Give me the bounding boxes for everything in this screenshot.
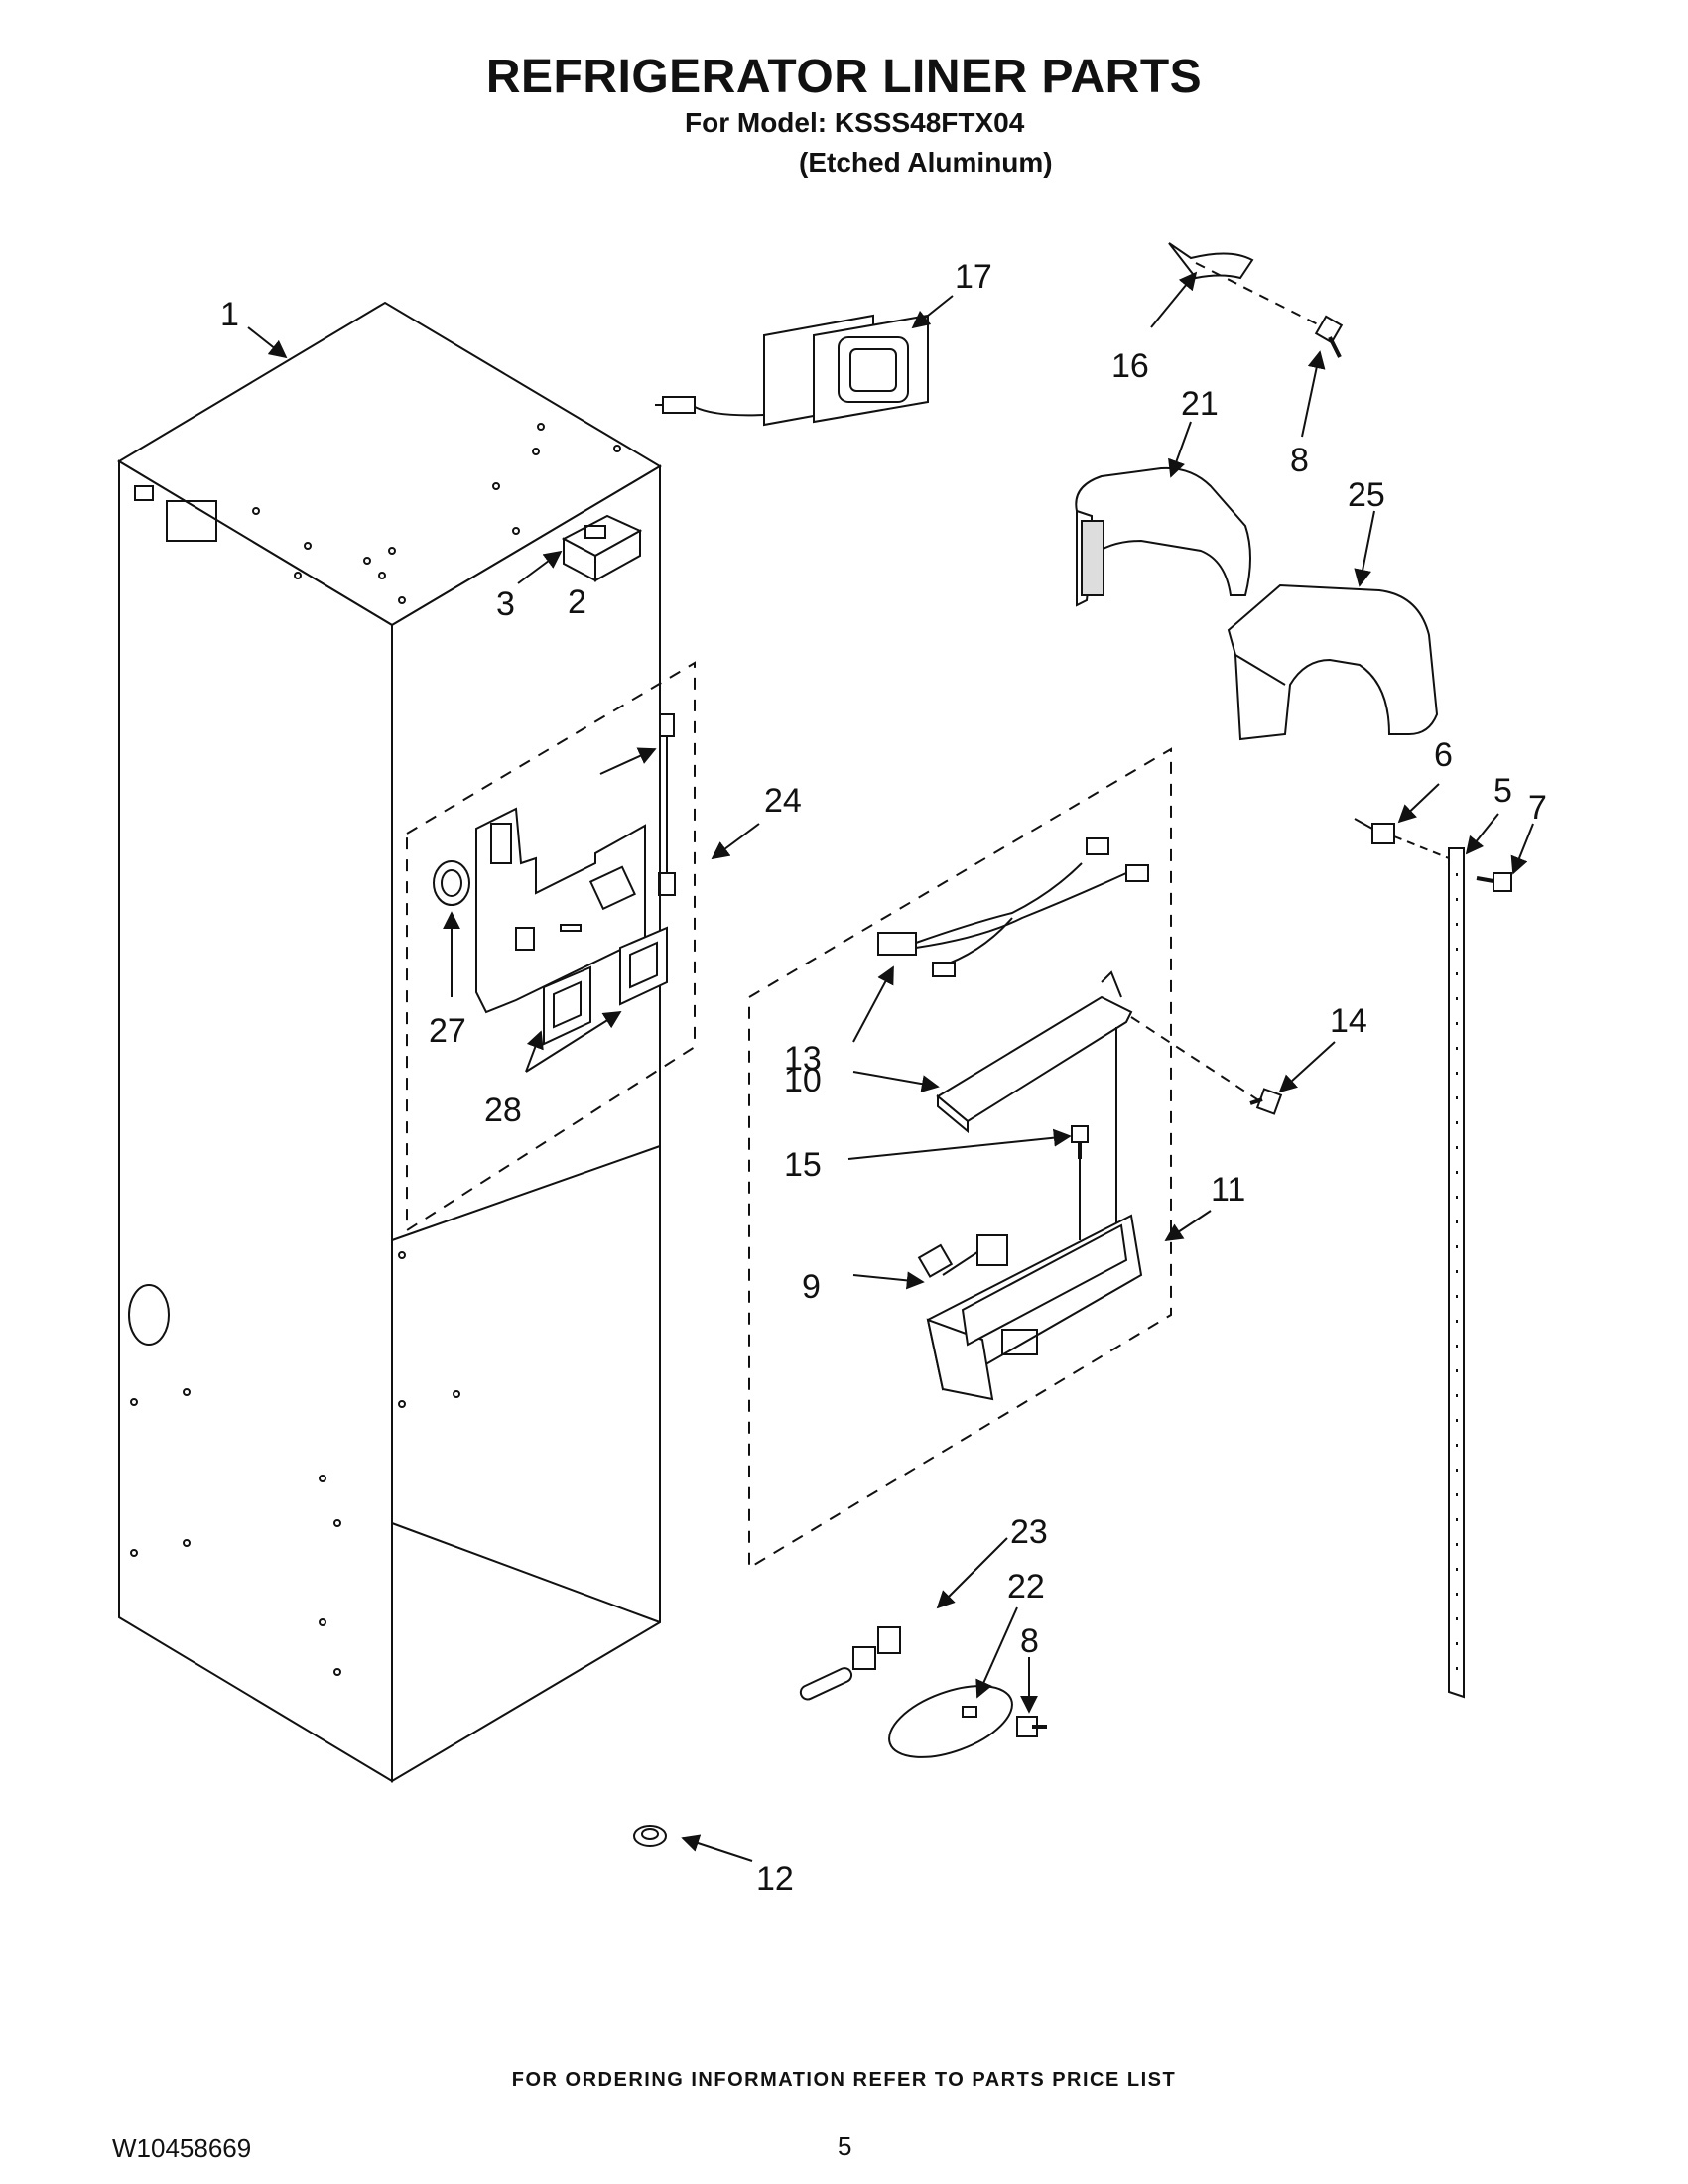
part-17-light-housing: [655, 314, 929, 427]
label-part-22: 22: [1007, 1568, 1045, 1606]
part-5-shelf-rail: [1448, 847, 1465, 1699]
part-21-cover: [1075, 466, 1251, 607]
part-3-receptacle: [561, 514, 643, 582]
part-11-sensor-housing: [926, 1214, 1143, 1401]
label-part-27: 27: [429, 1012, 466, 1050]
part-23-thermistor: [799, 1626, 901, 1701]
part-22-plate: [888, 1685, 1013, 1758]
label-part-8-top: 8: [1290, 442, 1309, 479]
part-24-housing: [475, 807, 646, 1014]
label-part-13: 13: [784, 1040, 822, 1078]
label-part-17: 17: [955, 258, 992, 296]
label-part-25: 25: [1348, 476, 1385, 514]
ordering-footer-note: FOR ORDERING INFORMATION REFER TO PARTS …: [511, 2069, 1177, 2091]
part-28-pads: [543, 926, 668, 1046]
label-part-16: 16: [1111, 347, 1149, 385]
label-part-28: 28: [484, 1092, 522, 1129]
part-16-bracket: [1168, 242, 1321, 326]
callout-arrows: [247, 271, 1534, 1862]
control-assembly-box: [748, 747, 1172, 1570]
part-15-screw: [1071, 1125, 1089, 1240]
part-9-thermistor: [917, 1234, 1008, 1278]
label-part-7: 7: [1528, 789, 1547, 827]
part-25-cover: [1227, 583, 1439, 741]
label-part-8-lower: 8: [1020, 1622, 1039, 1660]
label-part-15: 15: [784, 1146, 822, 1184]
part-8-screw-top: [1314, 315, 1344, 358]
label-part-24: 24: [764, 782, 802, 820]
label-part-11: 11: [1211, 1171, 1245, 1209]
part-10-bracket: [936, 970, 1261, 1240]
part-14-screw: [1249, 1088, 1283, 1115]
label-part-6: 6: [1434, 736, 1453, 774]
label-part-10: 10: [784, 1062, 822, 1099]
page-number: 5: [838, 2131, 852, 2161]
part-number-labels: 1 2 3 5 6 7 8 8 9 10 11 12 13 14 15 16 1…: [220, 258, 1547, 1898]
part-6-clip: [1354, 818, 1450, 859]
label-part-5: 5: [1493, 772, 1512, 810]
label-part-2: 2: [568, 583, 586, 621]
label-part-9: 9: [802, 1268, 821, 1306]
part-12-plug: [633, 1825, 667, 1847]
model-variant: (Etched Aluminum): [799, 147, 1053, 178]
label-part-14: 14: [1330, 1002, 1367, 1040]
model-line: For Model: KSSS48FTX04: [685, 107, 1025, 138]
label-part-23: 23: [1010, 1513, 1048, 1551]
part-1-liner-cabinet: [117, 301, 662, 1783]
label-part-21: 21: [1181, 385, 1219, 423]
page-title: REFRIGERATOR LINER PARTS: [485, 51, 1203, 103]
part-7-screw: [1476, 872, 1512, 892]
part-13-wire-harness: [877, 837, 1149, 977]
part-27-grommet: [433, 860, 470, 906]
part-2-switch: [658, 713, 676, 896]
label-part-12: 12: [756, 1861, 794, 1898]
part-24-assembly-box: [406, 661, 696, 1232]
document-number: W10458669: [112, 2133, 252, 2163]
label-part-3: 3: [496, 585, 515, 623]
label-part-1: 1: [220, 296, 239, 333]
part-8-screw-lower: [1016, 1716, 1047, 1737]
